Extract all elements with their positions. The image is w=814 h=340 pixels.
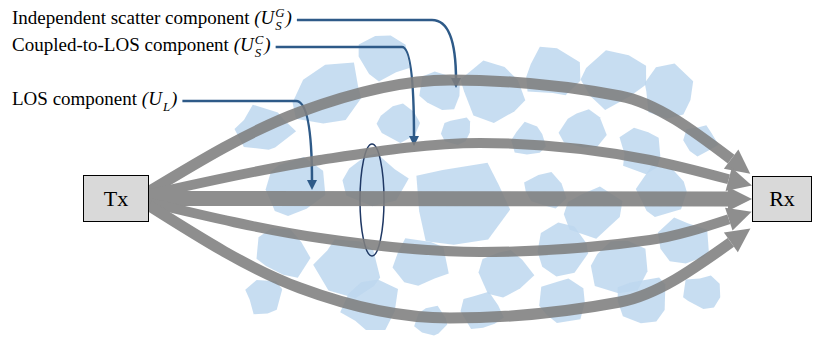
scatterer-blob <box>245 280 282 314</box>
propagation-paths <box>149 80 731 318</box>
propagation-arrow <box>149 191 728 206</box>
terminal-name: Tx <box>104 186 128 212</box>
component-label: Coupled-to-LOS component (USC) <box>12 34 271 60</box>
component-label: LOS component (UL) <box>12 88 177 114</box>
scatterer-blob <box>683 275 720 308</box>
scatterer-blob <box>559 109 607 147</box>
terminal-name: Rx <box>769 186 795 212</box>
scatterer-blob <box>461 292 504 329</box>
scatterer-blob <box>479 250 535 298</box>
scatterer-blob <box>460 60 525 122</box>
propagation-arrow <box>149 143 729 195</box>
terminal-box: Rx <box>752 176 812 222</box>
propagation-arrow <box>149 206 731 319</box>
propagation-arrow <box>149 203 729 253</box>
terminal-box: Tx <box>83 175 149 222</box>
scatterer-blob <box>359 35 410 81</box>
component-label: Independent scatter component (USG) <box>12 7 292 33</box>
scatterer-blob <box>636 165 687 217</box>
leader-line <box>297 20 456 80</box>
